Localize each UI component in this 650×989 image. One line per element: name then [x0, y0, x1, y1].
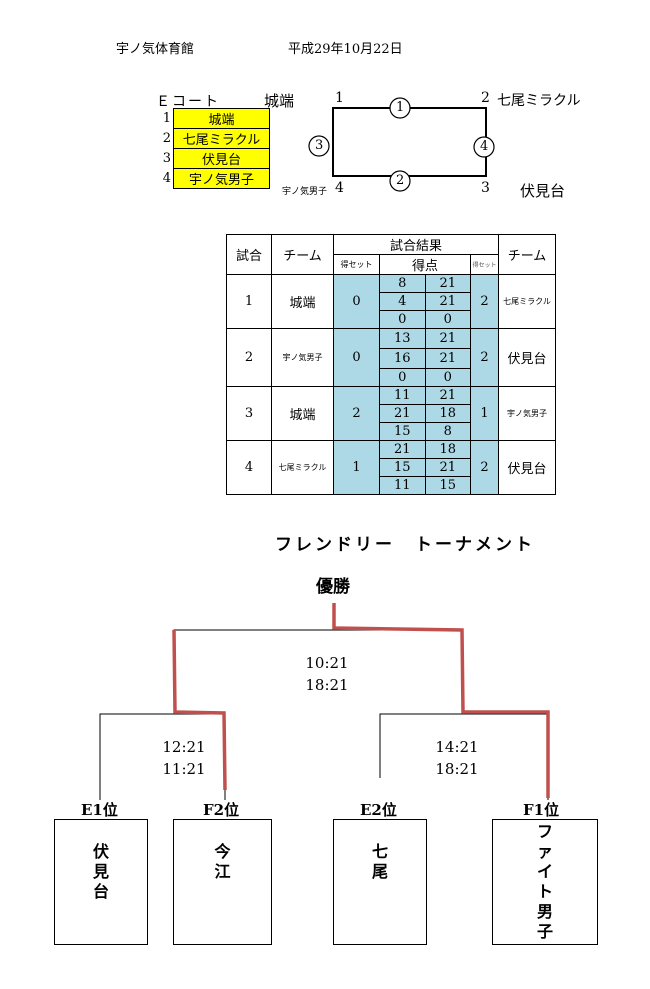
- set-right: 1: [470, 386, 499, 441]
- match-marker-bottom: [389, 170, 411, 192]
- court-label: Ｅコート: [156, 94, 220, 110]
- team-right: 伏見台: [498, 328, 556, 387]
- seed-team-name: 七尾: [371, 842, 388, 881]
- seed-rank: F1位: [523, 801, 560, 819]
- seed-box: 今江: [173, 819, 272, 945]
- match-number: 4: [226, 440, 272, 495]
- team-left: 宇ノ気男子: [271, 328, 334, 387]
- score-right: 18: [424, 440, 471, 459]
- seed-team-name: 伏見台: [92, 842, 109, 901]
- corner-num-br: 3: [481, 180, 490, 196]
- corner-num-bl: 4: [335, 180, 344, 196]
- result-row: 4 七尾ミラクル 1 21 18 2 伏見台: [226, 440, 556, 495]
- court-team-row: 1 城端: [147, 108, 270, 129]
- match-marker-bottom-num: 2: [396, 173, 405, 188]
- court-team-list: 1 城端 2 七尾ミラクル 3 伏見台 4 宇ノ気男子: [147, 108, 270, 189]
- team-left: 城端: [271, 386, 334, 441]
- score-left: 16: [379, 348, 426, 369]
- corner-num-tr: 2: [481, 90, 490, 106]
- score-right: 18: [424, 404, 471, 423]
- court-team-row: 3 伏見台: [147, 148, 270, 169]
- set-right: 2: [470, 274, 499, 329]
- score-right: 21: [424, 348, 471, 369]
- match-number: 3: [226, 386, 272, 441]
- match-marker-left-num: 3: [315, 138, 324, 153]
- corner-team-br: 伏見台: [520, 182, 566, 200]
- court-team-name: 宇ノ気男子: [173, 168, 270, 189]
- semi-left-score-2: 11:21: [162, 760, 206, 778]
- score-left: 4: [379, 292, 426, 311]
- result-row: 1 城端 0 8 21 2 七尾ミラクル: [226, 274, 556, 329]
- set-right: 2: [470, 328, 499, 387]
- score-left: 0: [379, 310, 426, 329]
- header-match: 試合: [226, 234, 272, 275]
- set-left: 1: [333, 440, 380, 495]
- header-set-right: 得セット: [470, 254, 499, 275]
- score-right: 0: [424, 310, 471, 329]
- match-marker-top: [389, 97, 411, 119]
- final-score-1: 10:21: [305, 654, 349, 672]
- match-marker-right: [473, 136, 495, 158]
- seed-box: ファイト男子: [492, 819, 598, 945]
- seed-box: 伏見台: [54, 819, 148, 945]
- court-team-name: 城端: [173, 108, 270, 129]
- header-team-left: チーム: [271, 234, 334, 275]
- seed-team-name: 今江: [214, 842, 231, 881]
- seed-rank: E1位: [81, 801, 118, 819]
- match-marker-right-num: 4: [480, 139, 489, 154]
- set-left: 2: [333, 386, 380, 441]
- court-team-row: 4 宇ノ気男子: [147, 168, 270, 189]
- final-score-2: 18:21: [305, 676, 349, 694]
- seed-rank: F2位: [203, 801, 240, 819]
- set-right: 2: [470, 440, 499, 495]
- match-marker-left: [308, 135, 330, 157]
- court-team-name: 伏見台: [173, 148, 270, 169]
- match-marker-top-num: 1: [396, 100, 405, 115]
- team-right: 七尾ミラクル: [498, 274, 556, 329]
- header-team-right: チーム: [498, 234, 556, 275]
- venue: 宇ノ気体育館: [116, 42, 195, 57]
- score-right: 21: [424, 328, 471, 349]
- corner-team-tl: 城端: [264, 92, 295, 110]
- team-left: 七尾ミラクル: [271, 440, 334, 495]
- seed-team-name: ファイト男子: [536, 822, 553, 941]
- score-right: 15: [424, 476, 471, 495]
- score-right: 21: [424, 274, 471, 293]
- team-right: 伏見台: [498, 440, 556, 495]
- result-row: 3 城端 2 11 21 1 宇ノ気男子: [226, 386, 556, 441]
- winner-path: [172, 603, 550, 798]
- corner-team-bl: 宇ノ気男子: [282, 187, 328, 197]
- corner-team-tr: 七尾ミラクル: [497, 93, 581, 109]
- court-team-name: 七尾ミラクル: [173, 128, 270, 149]
- semi-right-score-2: 18:21: [435, 760, 479, 778]
- score-right: 21: [424, 292, 471, 311]
- set-left: 0: [333, 328, 380, 387]
- score-right: 0: [424, 368, 471, 387]
- score-right: 8: [424, 422, 471, 441]
- court-team-row: 2 七尾ミラクル: [147, 128, 270, 149]
- date: 平成29年10月22日: [288, 42, 403, 57]
- set-left: 0: [333, 274, 380, 329]
- score-left: 21: [379, 440, 426, 459]
- score-left: 15: [379, 422, 426, 441]
- seed-rank: E2位: [360, 801, 397, 819]
- tournament-title: フレンドリー トーナメント: [275, 535, 535, 555]
- score-left: 11: [379, 386, 426, 405]
- semi-left-score-1: 12:21: [162, 738, 206, 756]
- match-number: 2: [226, 328, 272, 387]
- seed-box: 七尾: [333, 819, 427, 945]
- score-right: 21: [424, 458, 471, 477]
- team-right: 宇ノ気男子: [498, 386, 556, 441]
- round-robin-diagram: [308, 97, 495, 192]
- champion-label: 優勝: [316, 577, 350, 597]
- semi-right-score-1: 14:21: [435, 738, 479, 756]
- results-table: 試合 チーム 試合結果 チーム 得セット 得点 得セット 1 城端 0 8 21…: [226, 234, 556, 495]
- corner-num-tl: 1: [335, 90, 344, 106]
